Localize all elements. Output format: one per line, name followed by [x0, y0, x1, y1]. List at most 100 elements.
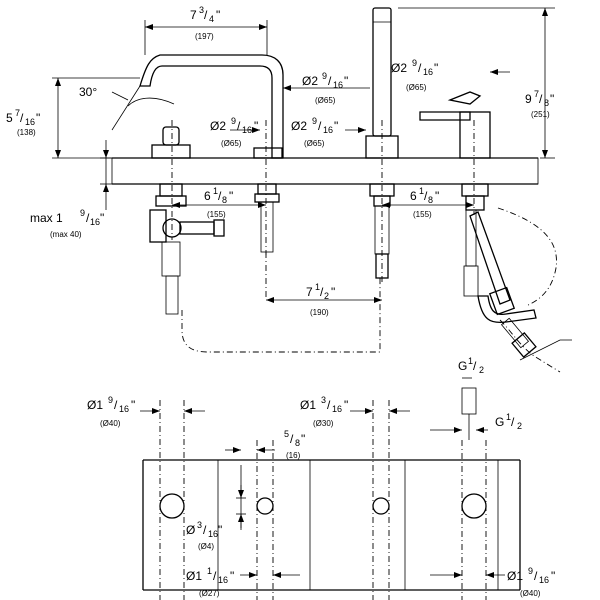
svg-text:4: 4: [209, 14, 214, 24]
svg-text:16: 16: [332, 404, 342, 414]
svg-text:": ": [216, 8, 220, 22]
svg-text:/: /: [418, 61, 422, 75]
svg-text:/: /: [290, 432, 294, 446]
svg-text:": ": [331, 285, 335, 299]
svg-text:3: 3: [321, 395, 326, 405]
spout-dia-b-whole: Ø2: [210, 119, 226, 133]
svg-text:/: /: [203, 523, 207, 537]
spout-height-whole: 5: [6, 111, 13, 125]
svg-text:/: /: [318, 119, 322, 133]
svg-text:9: 9: [108, 395, 113, 405]
svg-text:/: /: [204, 8, 208, 22]
svg-text:16: 16: [90, 217, 100, 227]
angle-label: 30°: [79, 85, 97, 99]
svg-text:(Ø65): (Ø65): [221, 139, 242, 148]
svg-text:(190): (190): [310, 308, 329, 317]
svg-text:": ": [36, 111, 40, 125]
hole-d: [461, 493, 487, 519]
thread-b-whole: G: [495, 415, 504, 429]
svg-text:2: 2: [324, 291, 329, 301]
svg-text:16: 16: [423, 67, 433, 77]
hose-route-right: [497, 207, 557, 307]
svg-text:7: 7: [15, 108, 20, 118]
hole-c-whole: Ø1: [186, 569, 202, 583]
svg-text:/: /: [237, 119, 241, 133]
hole-b: [372, 497, 390, 515]
svg-text:/: /: [473, 359, 477, 373]
svg-text:16: 16: [242, 125, 252, 135]
svg-text:(Ø40): (Ø40): [520, 589, 541, 598]
hose-route-left: [181, 278, 381, 353]
svg-text:16: 16: [539, 575, 549, 585]
svg-text:16: 16: [323, 125, 333, 135]
svg-text:/: /: [213, 569, 217, 583]
svg-text:8: 8: [544, 98, 549, 108]
svg-text:16: 16: [333, 80, 343, 90]
svg-text:8: 8: [295, 438, 300, 448]
svg-text:(16): (16): [286, 451, 301, 460]
svg-text:1: 1: [419, 186, 424, 196]
thread-a-whole: G: [458, 359, 467, 373]
svg-text:(Ø30): (Ø30): [313, 419, 334, 428]
svg-text:/: /: [539, 92, 543, 106]
svg-text:(Ø40): (Ø40): [100, 419, 121, 428]
svg-text:/: /: [114, 398, 118, 412]
svg-text:(Ø4): (Ø4): [198, 542, 214, 551]
svg-text:": ": [230, 569, 234, 583]
svg-text:": ": [344, 398, 348, 412]
svg-text:2: 2: [479, 365, 484, 375]
svg-text:1: 1: [315, 282, 320, 292]
svg-text:3: 3: [199, 5, 204, 15]
svg-text:": ": [229, 189, 233, 203]
svg-text:1: 1: [506, 412, 511, 422]
spacing-left-whole: 6: [204, 189, 211, 203]
svg-text:(155): (155): [207, 210, 226, 219]
svg-text:/: /: [511, 415, 515, 429]
svg-text:1: 1: [207, 566, 212, 576]
svg-text:": ": [434, 61, 438, 75]
svg-text:": ": [218, 523, 222, 537]
svg-text:(Ø65): (Ø65): [315, 96, 336, 105]
side-elevation: [52, 7, 572, 440]
plan-slab: [142, 459, 521, 591]
mixer-lever: [419, 91, 537, 358]
svg-text:/: /: [320, 285, 324, 299]
svg-text:9: 9: [231, 116, 236, 126]
svg-text:2: 2: [517, 421, 522, 431]
svg-text:9: 9: [322, 71, 327, 81]
svg-text:": ": [551, 569, 555, 583]
hole-a: [159, 493, 185, 519]
svg-text:/: /: [534, 569, 538, 583]
svg-text:(155): (155): [413, 210, 432, 219]
svg-text:16: 16: [208, 529, 218, 539]
svg-text:9: 9: [80, 208, 85, 218]
spacing-mid-whole: 7: [306, 285, 313, 299]
hole-d-whole: Ø1: [507, 569, 523, 583]
svg-text:/: /: [20, 111, 24, 125]
svg-text:/: /: [327, 398, 331, 412]
svg-text:16: 16: [218, 575, 228, 585]
max-thickness-whole: max 1: [30, 211, 63, 225]
svg-text:9: 9: [312, 116, 317, 126]
hole-c: [256, 497, 274, 515]
offset-num: 5: [284, 429, 289, 439]
svg-text:": ": [334, 119, 338, 133]
valve-handle-left: [149, 126, 225, 315]
svg-text:": ": [301, 432, 305, 446]
svg-text:": ": [344, 74, 348, 88]
svg-text:": ": [100, 211, 104, 225]
svg-text:(max 40): (max 40): [50, 230, 82, 239]
svg-text:/: /: [328, 74, 332, 88]
svg-text:/: /: [424, 189, 428, 203]
dimension-labels: 7 3 / 4 " (197) 30° 5 7 / 16 " (138) Ø2 …: [6, 5, 555, 598]
spacing-right-whole: 6: [410, 189, 417, 203]
spout: [139, 54, 284, 253]
small-hole-whole: Ø: [186, 523, 195, 537]
svg-text:(138): (138): [17, 128, 36, 137]
plan-view: [140, 400, 521, 600]
svg-text:9: 9: [412, 58, 417, 68]
svg-text:1: 1: [213, 186, 218, 196]
svg-text:(Ø65): (Ø65): [304, 139, 325, 148]
svg-text:8: 8: [222, 195, 227, 205]
